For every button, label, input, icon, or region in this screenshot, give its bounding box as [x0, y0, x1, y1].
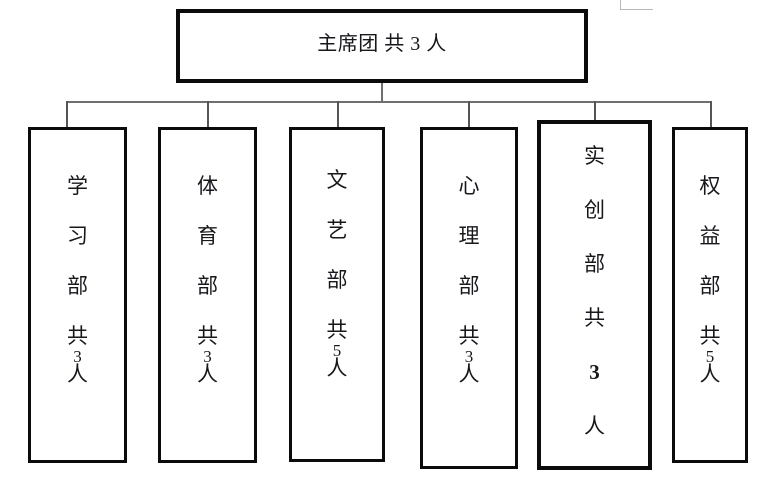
dept-char: 部	[584, 252, 605, 276]
dept-char: 心	[458, 174, 480, 198]
dept-char: 创	[584, 198, 605, 222]
dept-char: 实	[584, 144, 605, 168]
dept-char: 益	[699, 224, 721, 248]
dept-char: 人	[699, 362, 721, 386]
dept-label-3: 文 艺 部 共 5 人	[327, 170, 348, 379]
dept-char: 部	[67, 274, 88, 298]
dept-char: 部	[699, 274, 721, 298]
dept-char-count: 3	[73, 347, 82, 366]
root-node-presidium[interactable]: 主席团 共 3 人	[176, 9, 588, 83]
dept-char: 人	[326, 356, 348, 380]
dept-char-count: 3	[203, 347, 212, 366]
dept-char: 共	[197, 324, 218, 348]
dept-char: 共	[699, 324, 721, 348]
dept-char: 艺	[326, 218, 348, 242]
dept-char: 共	[67, 324, 88, 348]
dept-char: 习	[67, 224, 88, 248]
connector-drop-1	[66, 101, 68, 127]
dept-box-1[interactable]: 学 习 部 共 3 人	[28, 127, 127, 463]
dept-char: 共	[326, 318, 348, 342]
root-node-label: 主席团 共 3 人	[317, 33, 447, 55]
dept-label-6: 权 益 部 共 5 人	[700, 176, 721, 385]
connector-drop-4	[468, 101, 470, 127]
dept-box-4[interactable]: 心 理 部 共 3 人	[420, 127, 518, 469]
dept-char: 人	[197, 362, 218, 386]
dept-label-5: 实 创 部 共 3 人	[584, 146, 605, 437]
dept-char: 学	[67, 174, 88, 198]
dept-char: 人	[458, 362, 480, 386]
connector-root-stem	[381, 83, 383, 102]
dept-box-2[interactable]: 体 育 部 共 3 人	[158, 127, 257, 463]
dept-label-4: 心 理 部 共 3 人	[459, 176, 480, 385]
dept-char: 共	[458, 324, 480, 348]
dept-char: 部	[197, 274, 218, 298]
connector-horizontal-bus	[66, 101, 711, 103]
dept-char: 部	[458, 274, 480, 298]
corner-mark-artifact	[620, 0, 653, 10]
dept-char-count: 5	[705, 347, 715, 366]
dept-char: 理	[458, 224, 480, 248]
connector-drop-2	[207, 101, 209, 127]
dept-char: 人	[584, 414, 605, 438]
dept-char-count: 3	[464, 347, 474, 366]
dept-label-1: 学 习 部 共 3 人	[67, 176, 88, 385]
connector-drop-5	[594, 101, 596, 120]
dept-char: 权	[699, 174, 721, 198]
dept-char-count: 3	[589, 360, 600, 384]
dept-box-3[interactable]: 文 艺 部 共 5 人	[289, 127, 385, 462]
connector-drop-6	[710, 101, 712, 127]
dept-char-count: 5	[332, 341, 342, 360]
dept-label-2: 体 育 部 共 3 人	[197, 176, 218, 385]
dept-box-6[interactable]: 权 益 部 共 5 人	[672, 127, 748, 463]
dept-char: 共	[584, 306, 605, 330]
dept-char: 人	[67, 362, 88, 386]
dept-char: 育	[197, 224, 218, 248]
connector-drop-3	[337, 101, 339, 127]
dept-box-5[interactable]: 实 创 部 共 3 人	[537, 120, 652, 470]
dept-char: 体	[197, 174, 218, 198]
dept-char: 部	[326, 268, 348, 292]
dept-char: 文	[326, 168, 348, 192]
